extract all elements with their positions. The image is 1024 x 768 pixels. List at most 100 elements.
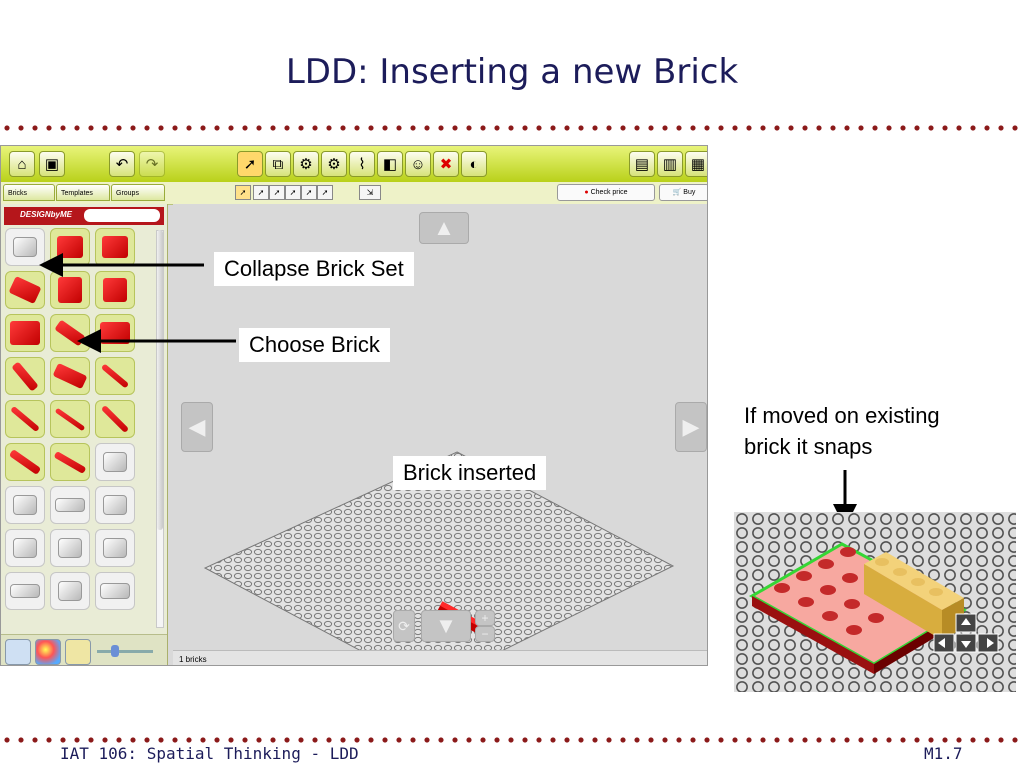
minifig-icon[interactable]: ☺ (405, 151, 431, 177)
snap-inset-image (734, 512, 1016, 692)
brick-item[interactable] (95, 314, 135, 352)
red-brick-icon (102, 236, 128, 258)
brick-set-item[interactable] (50, 486, 90, 524)
brick-color-icon[interactable] (65, 639, 91, 665)
zoom-slider-handle[interactable] (111, 645, 119, 657)
hide-icon[interactable]: ◐ (461, 151, 487, 177)
brick-set-item[interactable] (50, 572, 90, 610)
brick-set-item[interactable] (50, 529, 90, 567)
brick-set-item[interactable] (95, 572, 135, 610)
grey-brick-icon (103, 538, 127, 558)
red-brick-icon (58, 277, 82, 303)
grey-brick-icon (103, 452, 127, 472)
red-brick-icon (103, 278, 127, 302)
brick-item[interactable] (95, 357, 135, 395)
brick-grid (5, 228, 155, 628)
brick-item[interactable] (5, 357, 45, 395)
zoom-out-icon[interactable]: − (475, 626, 495, 642)
grey-brick-icon (103, 495, 127, 515)
cursor-mode-icon[interactable]: ➚ (317, 185, 333, 200)
rotate-left-icon[interactable]: ◀ (181, 402, 213, 452)
snap-inset-svg (748, 542, 999, 674)
brick-inserted-callout: Brick inserted (393, 456, 547, 490)
ldd-window: ⌂ ▣ ↶ ↷ ➚ ⧉ ⚙ ⚙ ⌇ ◧ ☺ ✖ ◐ ▤ ▥ ▦ Bricks T… (0, 145, 708, 666)
hinge-icon[interactable]: ⚙ (293, 151, 319, 177)
brick-item[interactable] (5, 400, 45, 438)
delete-icon[interactable]: ✖ (433, 151, 459, 177)
cursor-mode-icon[interactable]: ➚ (301, 185, 317, 200)
redo-icon[interactable]: ↷ (139, 151, 165, 177)
rotate-right-icon[interactable]: ▶ (675, 402, 707, 452)
brick-item[interactable] (50, 357, 90, 395)
hinge-align-icon[interactable]: ⚙ (321, 151, 347, 177)
view-mode-icon[interactable]: ▥ (657, 151, 683, 177)
top-dotted-divider (0, 124, 1024, 132)
brick-set-item[interactable] (95, 529, 135, 567)
select-icon[interactable]: ➚ (237, 151, 263, 177)
tab-bricks[interactable]: Bricks (3, 184, 55, 201)
collapse-brick-set-callout: Collapse Brick Set (214, 252, 414, 286)
design-by-me-logo: DESIGNbyME (4, 207, 164, 225)
brick-item[interactable] (5, 314, 45, 352)
brick-set-item[interactable] (95, 443, 135, 481)
color-palette-icon[interactable] (35, 639, 61, 665)
brick-set-item[interactable] (5, 486, 45, 524)
camera-icon[interactable]: ⇲ (359, 185, 381, 200)
snap-note-line1: If moved on existing (744, 403, 940, 428)
check-price-button[interactable]: ● Check price (557, 184, 655, 201)
status-bar: 1 bricks (173, 650, 707, 665)
zoom-slider[interactable] (97, 650, 153, 653)
undo-icon[interactable]: ↶ (109, 151, 135, 177)
brick-set-item[interactable] (5, 529, 45, 567)
paint-icon[interactable]: ◧ (377, 151, 403, 177)
slide-title: LDD: Inserting a new Brick (285, 52, 739, 92)
collapse-brick-set-button[interactable] (5, 228, 45, 266)
save-icon[interactable]: ▣ (39, 151, 65, 177)
move-arrows-icon (933, 613, 999, 653)
clone-icon[interactable]: ⧉ (265, 151, 291, 177)
brick-set-item[interactable] (95, 486, 135, 524)
bottom-dotted-divider (0, 736, 1024, 744)
check-price-label: Check price (590, 189, 628, 196)
snap-note-line2: brick it snaps (744, 434, 873, 459)
choose-brick-callout: Choose Brick (239, 328, 390, 362)
tab-groups[interactable]: Groups (111, 184, 165, 201)
cursor-mode-icon[interactable]: ➚ (253, 185, 269, 200)
search-input[interactable] (84, 209, 160, 222)
rotate-up-icon[interactable]: ▲ (419, 212, 469, 244)
brick-item[interactable] (95, 400, 135, 438)
brick-item[interactable] (50, 400, 90, 438)
filter-icon[interactable] (5, 639, 31, 665)
palette-scroll-thumb[interactable] (157, 230, 163, 530)
brick-item[interactable] (50, 271, 90, 309)
grey-brick-icon (58, 581, 82, 601)
footer-slide-number: M1.7 (924, 744, 963, 763)
flex-icon[interactable]: ⌇ (349, 151, 375, 177)
palette-bottom-bar (1, 634, 167, 665)
brick-item[interactable] (5, 271, 45, 309)
brick-set-item[interactable] (5, 572, 45, 610)
logo-text: DESIGNbyME (20, 210, 73, 219)
build-mode-icon[interactable]: ▤ (629, 151, 655, 177)
grey-brick-icon (13, 237, 37, 257)
brick-item[interactable] (50, 443, 90, 481)
cursor-mode-icon[interactable]: ➚ (285, 185, 301, 200)
red-brick-icon (100, 322, 130, 344)
home-icon[interactable]: ⌂ (9, 151, 35, 177)
build-guide-icon[interactable]: ▦ (685, 151, 707, 177)
brick-palette-sidebar: DESIGNbyME (1, 204, 168, 665)
baseplate-studs (205, 452, 673, 665)
cursor-mode-icon[interactable]: ➚ (269, 185, 285, 200)
zoom-in-icon[interactable]: + (475, 610, 495, 626)
brick-item[interactable] (5, 443, 45, 481)
cursor-mode-icon[interactable]: ➚ (235, 185, 251, 200)
reset-view-icon[interactable]: ⟳ (393, 610, 415, 642)
buy-button[interactable]: 🛒 Buy (659, 184, 707, 201)
brick-item[interactable] (95, 271, 135, 309)
tab-templates[interactable]: Templates (56, 184, 110, 201)
main-toolbar: ⌂ ▣ ↶ ↷ ➚ ⧉ ⚙ ⚙ ⌇ ◧ ☺ ✖ ◐ ▤ ▥ ▦ (1, 146, 707, 183)
rotate-down-icon[interactable]: ▼ (421, 610, 471, 642)
red-brick-icon (57, 236, 83, 258)
grey-brick-icon (10, 584, 40, 598)
tab-label: Templates (61, 190, 93, 197)
